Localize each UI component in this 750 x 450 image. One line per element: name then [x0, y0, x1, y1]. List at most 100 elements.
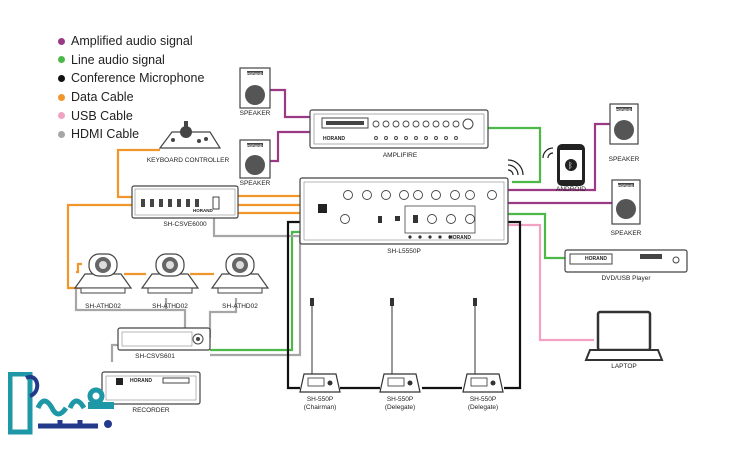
- main-unit-knob: [381, 190, 391, 200]
- capture-unit: [117, 327, 211, 351]
- conference-microphone: [462, 298, 504, 393]
- amplifier-knob: [382, 120, 390, 128]
- amplifier-knob: [452, 120, 460, 128]
- amplifier: [309, 109, 489, 149]
- brand-tag-speaker: HORAND: [247, 72, 263, 76]
- main-unit-knob: [487, 190, 497, 200]
- label-amplifier: AMPLIFIRE: [382, 152, 418, 159]
- line-audio-cable: [508, 212, 565, 260]
- label-camera-2: SH-ATHD02: [152, 303, 188, 310]
- main-unit-knob: [413, 190, 423, 200]
- conference-microphone: [379, 298, 421, 393]
- brand-tag-dvd: HORAND: [585, 256, 607, 262]
- amplified-cable: [508, 122, 610, 192]
- legend-item: Data Cable: [58, 88, 204, 107]
- label-capture-unit: SH-CSVS601: [135, 353, 175, 360]
- amplifier-knob: [414, 136, 418, 140]
- amplified-cable: [270, 88, 312, 119]
- switcher-button: [150, 199, 154, 207]
- main-unit-knob: [343, 190, 353, 200]
- legend-item: HDMI Cable: [58, 125, 204, 144]
- brand-tag-speaker: HORAND: [616, 108, 632, 112]
- switcher-button: [168, 199, 172, 207]
- label-mic-delegate-2-role: (Delegate): [467, 404, 499, 411]
- hdmi-cable: [74, 287, 187, 330]
- main-unit-knob: [465, 190, 475, 200]
- legend-item: Amplified audio signal: [58, 32, 204, 51]
- legend-dot: [58, 56, 65, 64]
- label-mic-delegate-1: SH-550P: [386, 396, 414, 403]
- amplifier-knob: [404, 136, 408, 140]
- amplifier-knob: [432, 120, 440, 128]
- legend-item: Conference Microphone: [58, 69, 204, 88]
- brand-tag-speaker: HORAND: [618, 184, 634, 188]
- label-speaker-left-bottom: SPEAKER: [239, 180, 271, 187]
- label-dvd-player: DVD/USB Player: [601, 275, 651, 282]
- main-unit-knob: [399, 190, 409, 200]
- watermark-logo: [8, 372, 114, 435]
- label-recorder: RECORDER: [132, 407, 170, 414]
- hdmi-cable: [208, 298, 238, 338]
- label-android: ANDROID: [556, 186, 586, 193]
- wireless-icon: [507, 159, 524, 176]
- main-unit-knob: [362, 190, 372, 200]
- label-speaker-right-bottom: SPEAKER: [610, 230, 642, 237]
- main-unit-led: [378, 216, 382, 223]
- amplifier-knob: [442, 120, 450, 128]
- label-camera-1: SH-ATHD02: [85, 303, 121, 310]
- conference-microphone: [299, 298, 341, 393]
- brand-tag-speaker: HORAND: [247, 144, 263, 148]
- main-unit-knob: [431, 190, 441, 200]
- amplifier-knob: [422, 120, 430, 128]
- keyboard-controller: [158, 121, 222, 149]
- switcher-button: [141, 199, 145, 207]
- conference-mic-cable: [504, 220, 522, 390]
- switcher-button: [159, 199, 163, 207]
- legend-dot: [58, 37, 65, 45]
- legend-item: Line audio signal: [58, 51, 204, 70]
- amplifier-knob: [372, 120, 380, 128]
- dvd-player: [564, 249, 688, 273]
- main-unit-knob: [450, 190, 460, 200]
- ptz-camera: [140, 253, 200, 294]
- amplifier-knob: [394, 136, 398, 140]
- legend-label: USB Cable: [71, 108, 133, 123]
- main-unit-led: [438, 235, 442, 239]
- main-unit-knob: [340, 214, 350, 224]
- main-unit-led: [408, 235, 412, 239]
- amplifier-knob: [434, 136, 438, 140]
- switcher-button: [186, 199, 190, 207]
- amplifier-knob: [384, 136, 388, 140]
- main-unit-knob: [465, 214, 475, 224]
- recorder: [101, 371, 201, 405]
- legend-label: Amplified audio signal: [71, 34, 193, 49]
- legend-dot: [58, 93, 65, 101]
- data-cable: [116, 148, 160, 199]
- amplifier-knob: [402, 120, 410, 128]
- label-main-unit: SH-L5550P: [387, 248, 421, 255]
- label-mic-chairman: SH-550P: [306, 396, 334, 403]
- ptz-camera: [210, 253, 270, 294]
- amplified-cable: [270, 130, 312, 163]
- main-unit-led: [418, 235, 422, 239]
- label-mic-delegate-2: SH-550P: [469, 396, 497, 403]
- label-speaker-right-top: SPEAKER: [608, 156, 640, 163]
- legend-label: Conference Microphone: [71, 71, 205, 86]
- switcher-button: [195, 199, 199, 207]
- label-mic-chairman-role: (Chairman): [303, 404, 337, 411]
- wireless-icon: [542, 147, 554, 159]
- amplifier-knob: [412, 120, 420, 128]
- switcher-button: [177, 199, 181, 207]
- label-camera-3: SH-ATHD02: [222, 303, 258, 310]
- amplifier-knob: [392, 120, 400, 128]
- conference-mic-cable: [286, 220, 300, 390]
- legend-dot: [58, 74, 65, 82]
- legend-label: Data Cable: [71, 90, 134, 105]
- legend-item: USB Cable: [58, 106, 204, 125]
- hdmi-cable: [110, 343, 120, 362]
- speaker-right-bottom: [611, 179, 641, 225]
- main-unit-knob: [446, 214, 456, 224]
- main-unit-led: [395, 216, 400, 221]
